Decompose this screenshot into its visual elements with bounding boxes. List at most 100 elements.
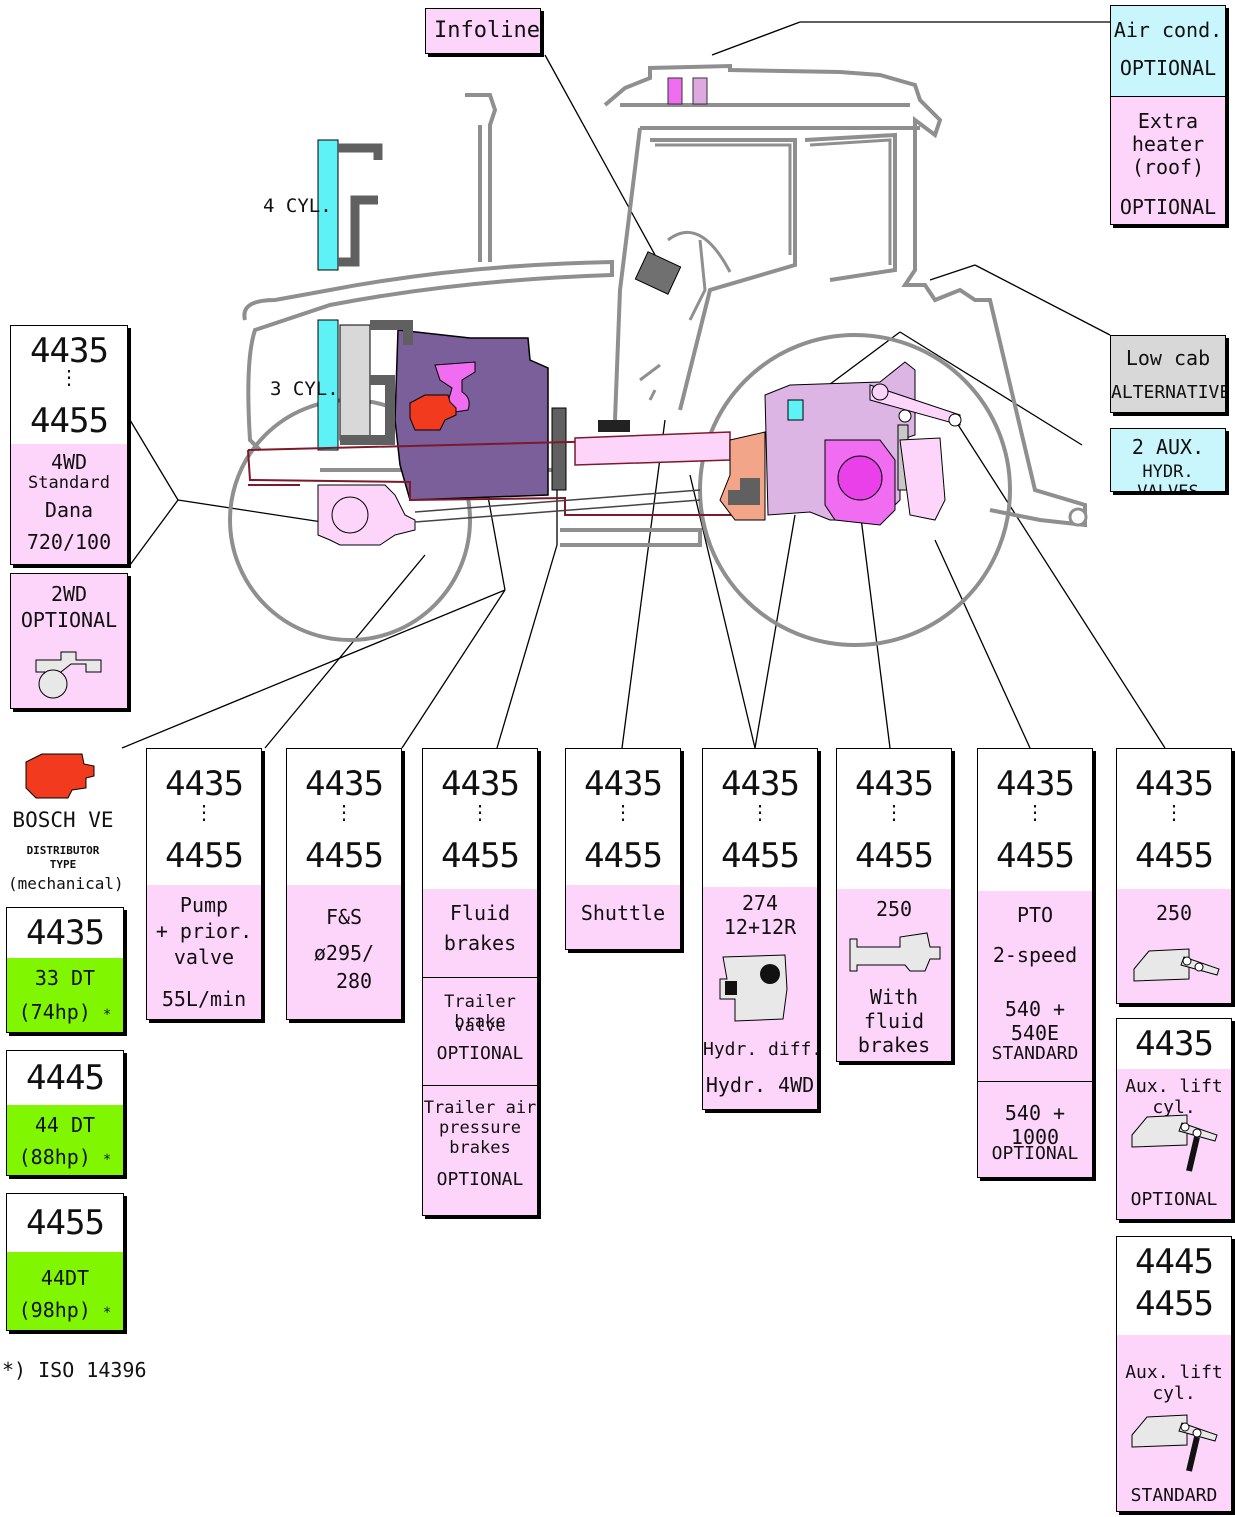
trailer-air-line1: Trailer air <box>423 1098 537 1118</box>
pto-line2: 2-speed <box>992 943 1078 967</box>
front-axle-model-from: 4435 <box>30 331 109 371</box>
model-range-dots: ⋮ <box>334 800 354 824</box>
footnote: *) ISO 14396 <box>2 1358 147 1382</box>
roof-unit-aircond <box>667 77 683 105</box>
pto-model-from: 4435 <box>996 764 1075 804</box>
brakes-line2: brakes <box>443 931 517 955</box>
lift-model-from: 4435 <box>1135 764 1214 804</box>
aux1-status: OPTIONAL <box>1130 1189 1218 1210</box>
aux1-model: 4435 <box>1135 1024 1214 1064</box>
front-2wd-line2: OPTIONAL <box>20 608 118 632</box>
engine-type: 44DT <box>40 1266 90 1290</box>
engine-block <box>394 329 549 501</box>
brakes-box: 4435 ⋮ 4455 Fluid brakes Trailer brake v… <box>422 748 538 1216</box>
gearbox-line1: 274 <box>741 891 779 915</box>
aux-lift-icon <box>1131 1414 1218 1472</box>
engine-box-4455: 4455 44DT (98hp) * <box>6 1193 124 1331</box>
steering-wheel <box>667 230 732 321</box>
rear-axle-line2: With <box>869 985 919 1009</box>
engine-model: 4455 <box>26 1203 105 1243</box>
lift-model-to: 4455 <box>1135 836 1214 876</box>
roof-unit-heater <box>692 77 708 105</box>
engine-box-4435: 4435 33 DT (74hp) * <box>6 907 124 1033</box>
model-range-dots: ⋮ <box>194 800 214 824</box>
front-axle-line3: Dana <box>44 498 94 522</box>
infoline-box: Infoline <box>425 8 541 54</box>
clutch-box: 4435 ⋮ 4455 F&S ø295/ 280 <box>286 748 402 1020</box>
pump-line3: valve <box>173 945 235 969</box>
pto-housing <box>899 437 946 521</box>
pto-line5: 540 + 1000 <box>1004 1101 1066 1149</box>
tow-hitch <box>1068 507 1088 527</box>
brakes-model-from: 4435 <box>441 764 520 804</box>
lift-linkage <box>869 384 961 426</box>
front-axle-line2: Standard <box>28 473 110 493</box>
rear-axle-box: 4435 ⋮ 4455 250 With fluid brakes <box>836 748 952 1062</box>
gear-lever <box>639 363 661 401</box>
trailer-air-line3: brakes <box>449 1138 511 1158</box>
engine-box-4445: 4445 44 DT (88hp) * <box>6 1050 124 1176</box>
aux2-model2: 4455 <box>1135 1284 1214 1324</box>
shuttle-model-from: 4435 <box>584 764 663 804</box>
trailer-brake-line1: Trailer brake <box>444 992 516 1032</box>
fuel-injection-pump <box>409 394 457 431</box>
pump-model-from: 4435 <box>165 764 244 804</box>
clutch-line2: ø295/ <box>313 941 375 965</box>
heater-line1: Extra <box>1137 109 1199 133</box>
shuttle-model-to: 4455 <box>584 836 663 876</box>
aux2-line1: Aux. lift cyl. <box>1125 1362 1223 1404</box>
pump-line2: + prior. <box>155 919 253 943</box>
rear-axle-model-from: 4435 <box>855 764 934 804</box>
bosch-pump-icon <box>25 753 95 799</box>
pto-line4: STANDARD <box>991 1043 1079 1064</box>
rear-axle-model-to: 4455 <box>855 836 934 876</box>
aux-lift-optional-box: 4435 Aux. lift cyl. OPTIONAL <box>1116 1018 1232 1220</box>
gearbox-icon <box>719 954 788 1022</box>
bosch-line2: TYPE <box>49 858 77 871</box>
front-axle-line1: 4WD <box>50 450 88 474</box>
heater-line2: heater <box>1131 132 1205 156</box>
hood-outline <box>242 259 614 452</box>
clutch-model-from: 4435 <box>305 764 384 804</box>
gearbox-line3: Hydr. diff. lock <box>703 1039 818 1060</box>
aux-lift-icon <box>1131 1114 1218 1172</box>
pto-line3: 540 + 540E <box>1004 997 1066 1045</box>
intake-pipe-low <box>340 375 395 445</box>
cab-window <box>655 138 892 265</box>
clutch-model-to: 4455 <box>305 836 384 876</box>
exhaust-pipe <box>465 93 498 262</box>
aux-valves-line1: 2 AUX. <box>1131 435 1205 459</box>
pto-model-to: 4455 <box>996 836 1075 876</box>
aircond-label: Air cond. <box>1113 18 1223 42</box>
shuttle-box: 4435 ⋮ 4455 Shuttle <box>565 748 681 950</box>
front-axle-hub <box>331 496 369 534</box>
label-3cyl: 3 CYL. <box>270 378 339 400</box>
intake-pipe <box>370 320 413 345</box>
cab-outline <box>603 63 1087 528</box>
gearbox-line2: 12+12R <box>723 915 797 939</box>
clutch-line1: F&S <box>325 905 363 929</box>
infoline-label: Infoline <box>434 18 540 43</box>
lift-line1: 250 <box>1155 901 1193 925</box>
pto-box: 4435 ⋮ 4455 PTO 2-speed 540 + 540E STAND… <box>977 748 1093 1178</box>
front-axle-line4: 720/100 <box>26 530 112 554</box>
aux-lift-standard-box: 4445 4455 Aux. lift cyl. STANDARD <box>1116 1236 1232 1512</box>
model-range-dots: ⋮ <box>59 365 79 389</box>
rear-axle-line1: 250 <box>875 897 913 921</box>
aircond-status: OPTIONAL <box>1119 56 1217 80</box>
aux1-line1: Aux. lift cyl. <box>1125 1076 1223 1118</box>
engine-asterisk: * <box>102 1152 112 1168</box>
shuttle-unit <box>574 431 731 466</box>
aux2-model1: 4445 <box>1135 1242 1214 1282</box>
pump-model-to: 4455 <box>165 836 244 876</box>
front-axle-box: 4435 ⋮ 4455 4WD Standard Dana 720/100 <box>10 325 128 565</box>
lift-box: 4435 ⋮ 4455 250 <box>1116 748 1232 1004</box>
heater-status: OPTIONAL <box>1119 195 1217 219</box>
pump-line1: Pump <box>179 893 229 917</box>
pto-line6: OPTIONAL <box>991 1143 1079 1164</box>
rear-axle-line3: fluid <box>863 1009 925 1033</box>
shuttle-valve <box>598 420 630 432</box>
trailer-air-line2: pressure <box>439 1118 521 1138</box>
brakes-line1: Fluid <box>449 901 511 925</box>
engine-asterisk: * <box>102 1305 112 1321</box>
